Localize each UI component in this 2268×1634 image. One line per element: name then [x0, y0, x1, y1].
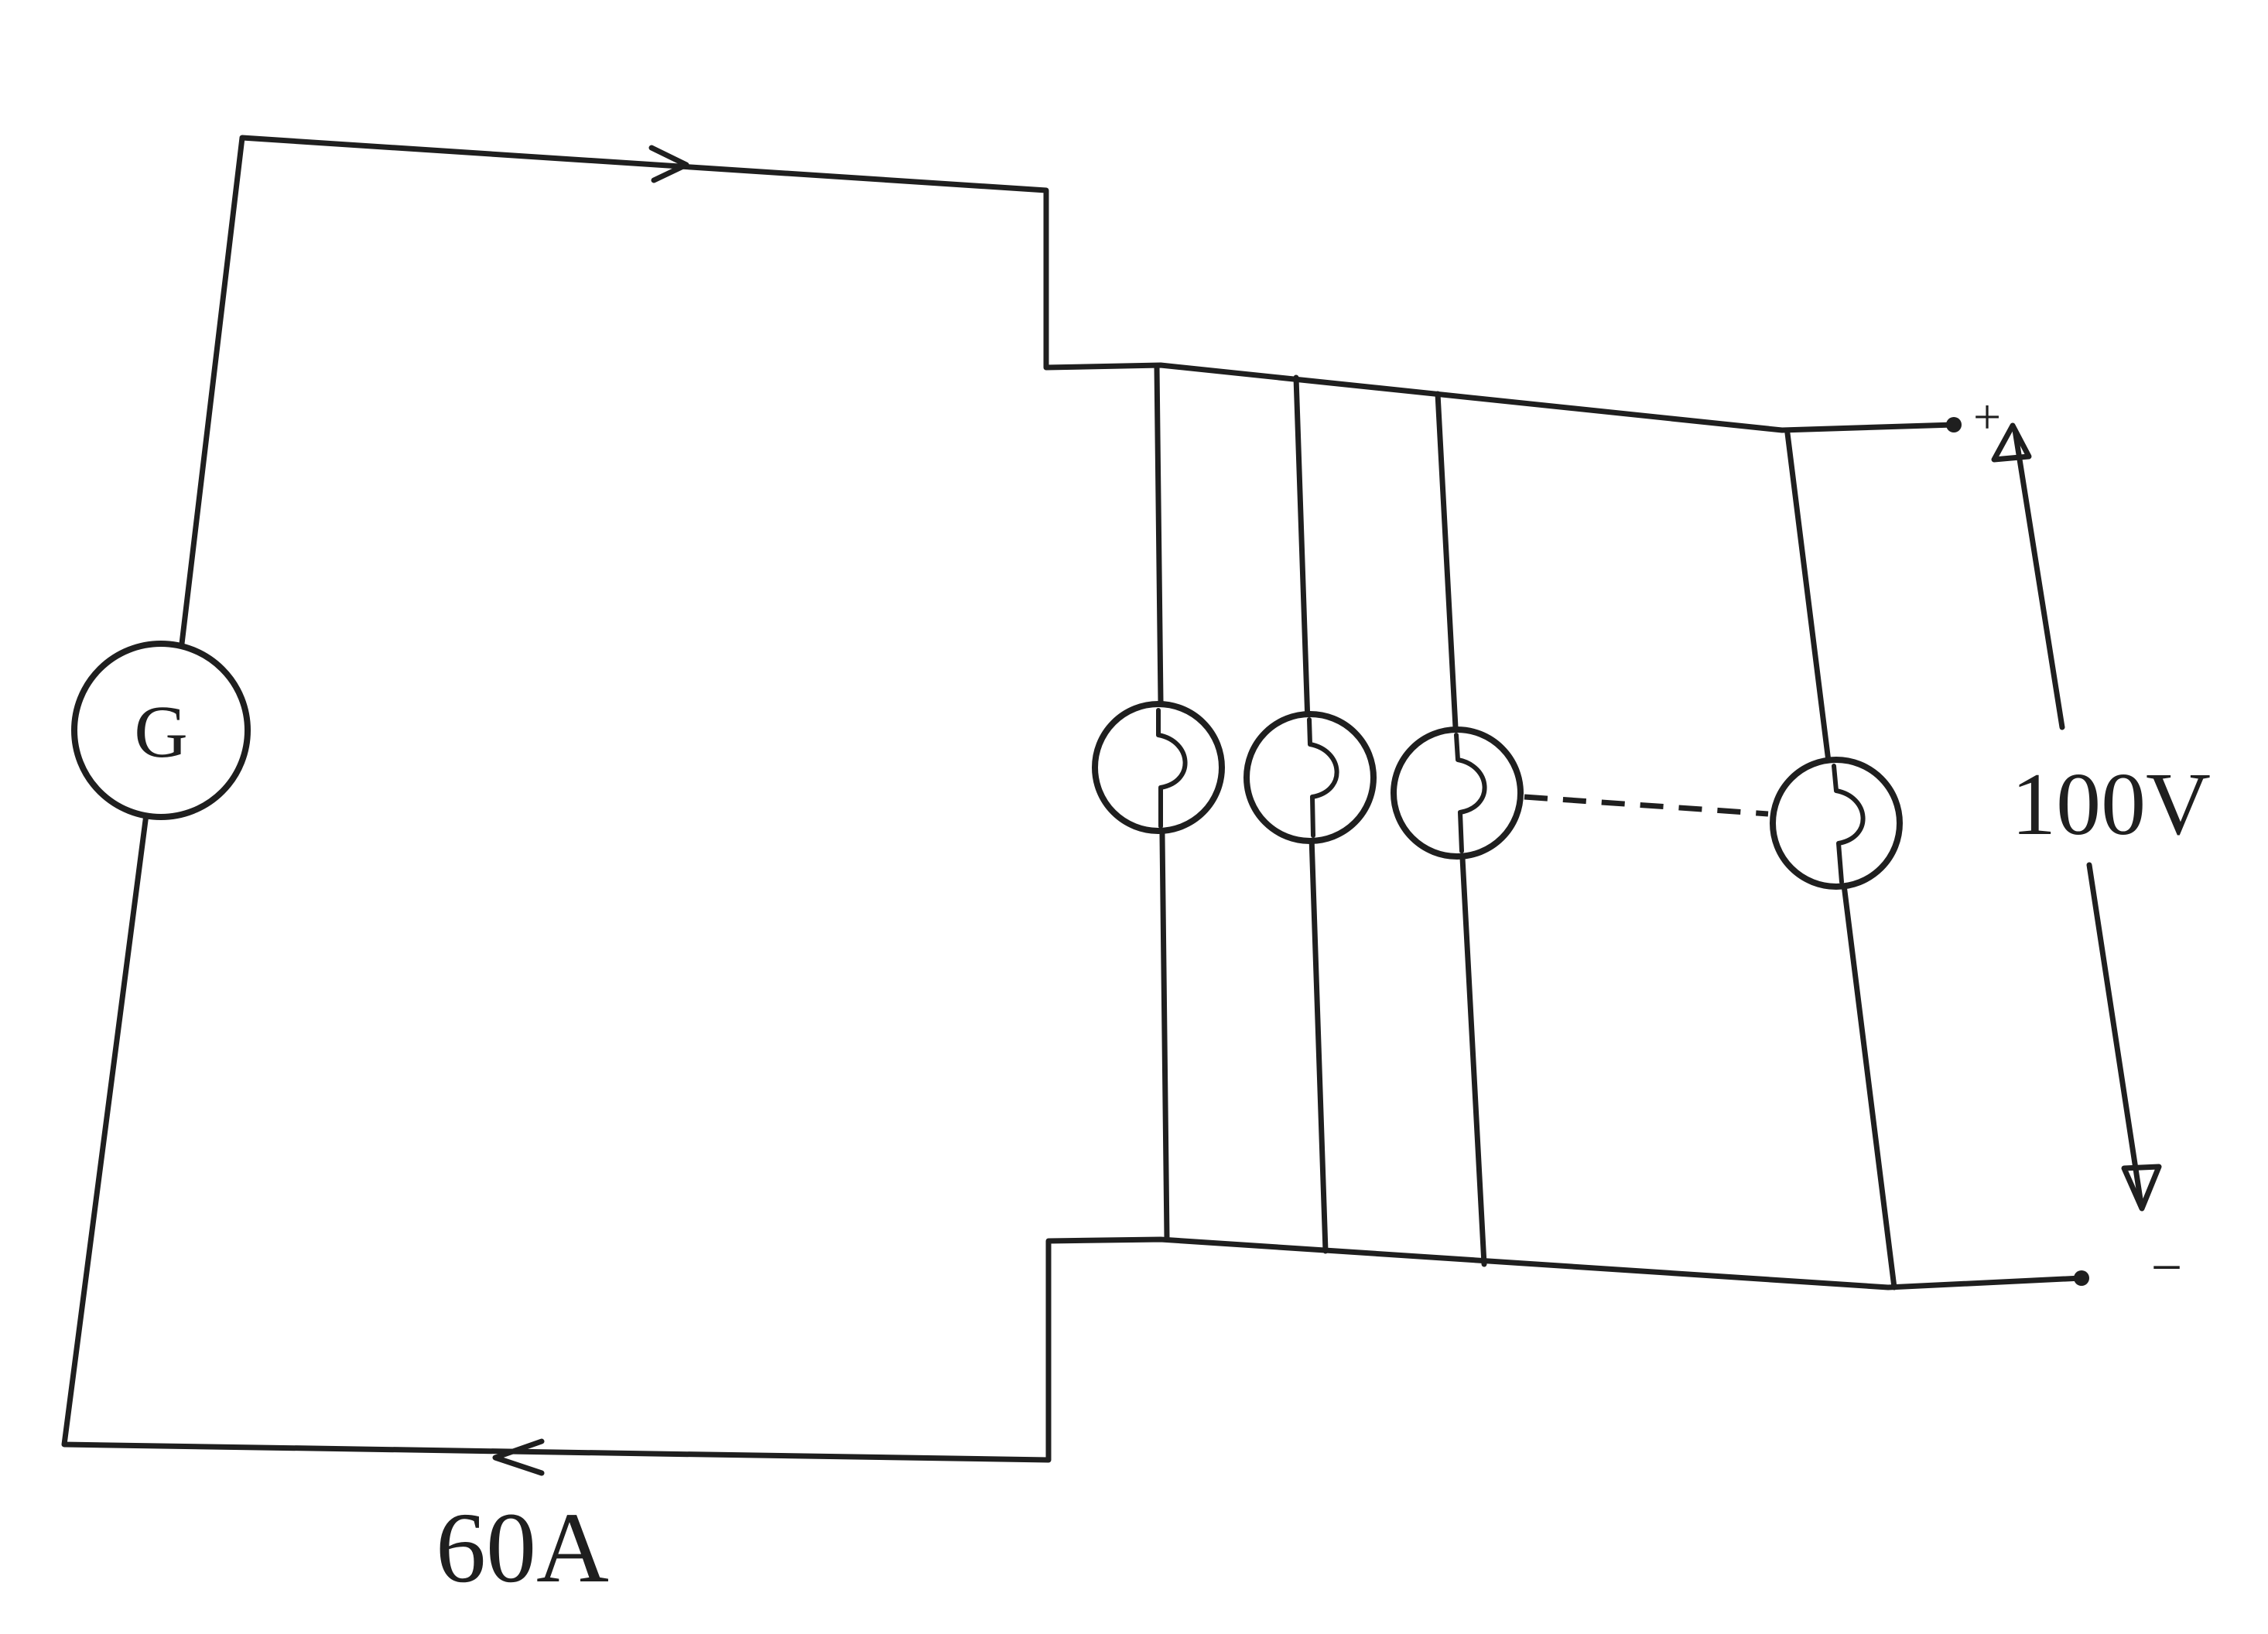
- voltage-arrow-lower: [2086, 862, 2143, 1202]
- positive-label: +: [1973, 389, 2001, 444]
- lamp-1: [1092, 701, 1225, 834]
- voltage-arrowhead-down: [2121, 1164, 2162, 1212]
- generator-symbol: G: [134, 690, 187, 773]
- lamp-1-bulb: [1092, 701, 1225, 834]
- bottom-current-arrow: [492, 1438, 545, 1476]
- lamp-3-bulb: [1391, 726, 1524, 860]
- voltage-label: 100V: [2011, 755, 2211, 854]
- more-lamps-dashes: [1524, 794, 1769, 817]
- negative-terminal: [2074, 1270, 2089, 1286]
- lamp-3: [1391, 726, 1524, 860]
- top-conductor: [169, 135, 1957, 731]
- lamp-2-bulb: [1243, 711, 1377, 844]
- lamp-4-bulb: [1770, 757, 1903, 890]
- voltage-arrowhead-up: [1991, 422, 2032, 463]
- negative-label: −: [2151, 1236, 2183, 1298]
- top-current-arrow: [648, 145, 689, 183]
- current-label: 60A: [436, 1492, 609, 1604]
- lamp-1-filament: [1156, 708, 1188, 829]
- lamp-3-filament: [1454, 733, 1487, 853]
- lamp-2-filament: [1307, 717, 1339, 838]
- generator-ring: [71, 641, 251, 820]
- generator: G: [71, 641, 251, 820]
- bottom-conductor: [61, 805, 2085, 1463]
- lamp-4: [1770, 757, 1903, 890]
- lamp-2: [1243, 711, 1377, 844]
- voltage-arrow-upper: [2012, 427, 2065, 730]
- positive-terminal: [1946, 417, 1962, 432]
- lamp-4-filament: [1832, 764, 1866, 884]
